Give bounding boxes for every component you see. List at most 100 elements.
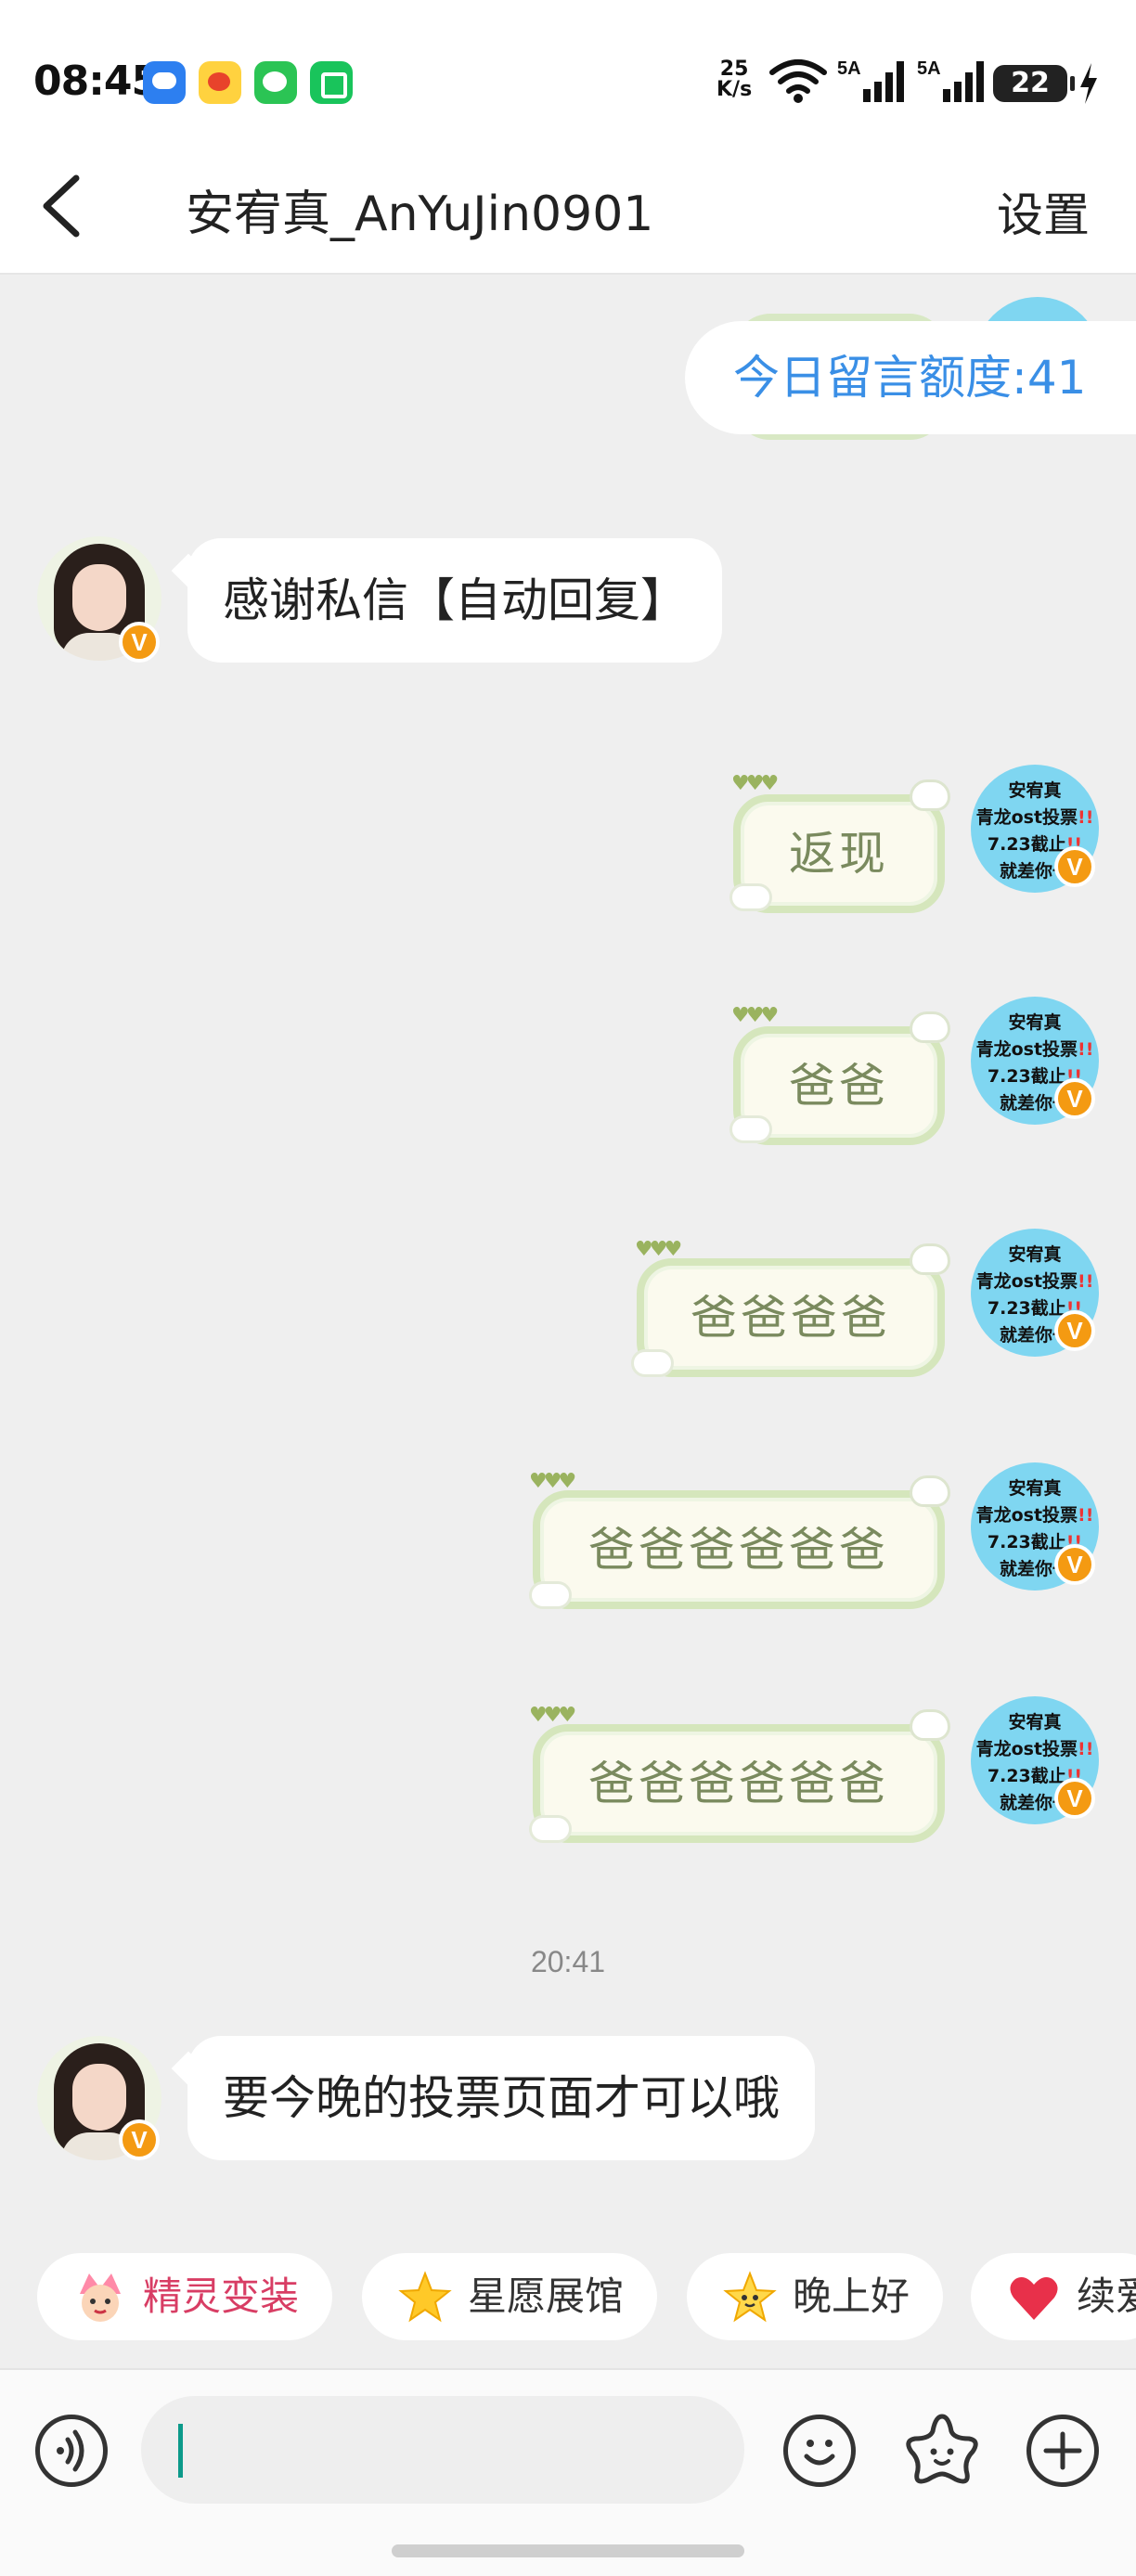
quick-chip-label: 星愿展馆 [468, 2273, 625, 2319]
battery-icon: 22 [993, 65, 1075, 102]
message-input[interactable] [141, 2396, 744, 2504]
sent-message[interactable]: 爸爸爸爸 [637, 1258, 945, 1377]
quick-chip-love[interactable]: 续爱 [971, 2253, 1136, 2340]
message-quota-badge: 今日留言额度:41 [685, 321, 1136, 434]
sent-message[interactable]: 爸爸爸爸爸爸 [533, 1724, 945, 1843]
avatar-text-line: 就差你一 [999, 1325, 1070, 1346]
plus-icon [1043, 2431, 1082, 2470]
voice-input-button[interactable] [35, 2415, 108, 2487]
avatar-text-line: 就差你一 [999, 861, 1070, 882]
avatar-text-line: 就差你一 [999, 1559, 1070, 1579]
cloud-decoration-icon [729, 1115, 772, 1143]
my-avatar[interactable]: 安宥真 青龙ost投票!! 7.23截止!! 就差你一 [971, 1229, 1099, 1357]
sent-message[interactable]: 爸爸 [733, 1026, 945, 1145]
avatar-text-line: 7.23截止 [987, 1066, 1066, 1087]
my-avatar[interactable]: 安宥真 青龙ost投票!! 7.23截止!! 就差你一 [971, 997, 1099, 1125]
status-bar: 08:45 25 K/s 5A 5A 22 [0, 0, 1136, 158]
heart-decoration-icon: ♥♥♥ [529, 1704, 576, 1727]
cell-signal-label: 5A [837, 58, 861, 79]
avatar-text-marks: !! [1078, 1039, 1094, 1060]
cell-signal-label: 5A [917, 58, 941, 79]
avatar-text-line: 青龙ost投票 [975, 1039, 1078, 1060]
emoji-button[interactable] [783, 2415, 856, 2487]
cat-decoration-icon [910, 1475, 950, 1507]
settings-button[interactable]: 设置 [997, 188, 1090, 242]
cat-decoration-icon [910, 1011, 950, 1043]
verified-badge: V [1054, 1544, 1095, 1585]
verified-badge: V [1054, 846, 1095, 887]
avatar-text-marks: !! [1078, 807, 1094, 828]
cat-decoration-icon [910, 779, 950, 811]
cat-decoration-icon [910, 1709, 950, 1741]
avatar-text-line: 安宥真 [1008, 1012, 1062, 1033]
weather-app-icon [143, 61, 186, 104]
cloud-decoration-icon [729, 883, 772, 911]
avatar-text-line: 7.23截止 [987, 1766, 1066, 1786]
avatar-text-line: 7.23截止 [987, 834, 1066, 855]
verified-badge: V [119, 622, 160, 663]
avatar-text-line: 7.23截止 [987, 1532, 1066, 1552]
wifi-icon [769, 59, 827, 103]
avatar-text-line: 就差你一 [999, 1093, 1070, 1114]
charging-bolt-icon [1080, 63, 1097, 104]
cat-decoration-icon [910, 1243, 950, 1275]
star-icon [398, 2271, 452, 2323]
heart-decoration-icon: ♥♥♥ [529, 1470, 576, 1493]
heart-decoration-icon: ♥♥♥ [731, 772, 779, 795]
sent-message[interactable]: 爸爸爸爸爸爸 [533, 1490, 945, 1609]
avatar-text-line: 7.23截止 [987, 1298, 1066, 1319]
home-indicator[interactable] [392, 2544, 744, 2557]
quick-chip-label: 精灵变装 [143, 2273, 300, 2319]
avatar-text-marks: !! [1078, 1271, 1094, 1292]
verified-badge: V [1054, 1778, 1095, 1819]
quick-chip-star-wish[interactable]: 星愿展馆 [362, 2253, 658, 2340]
received-message[interactable]: 感谢私信【自动回复】 [187, 538, 722, 663]
avatar-text-line: 青龙ost投票 [975, 807, 1078, 828]
quick-chip-elf-dressup[interactable]: 精灵变装 [37, 2253, 333, 2340]
voice-icon [57, 2429, 84, 2472]
status-time: 08:45 [33, 58, 160, 105]
message-input-bar [0, 2368, 1136, 2576]
back-arrow-icon[interactable] [35, 173, 91, 239]
clone-app-icon [310, 61, 353, 104]
verified-badge: V [1054, 1078, 1095, 1119]
avatar-text-line: 就差你一 [999, 1793, 1070, 1813]
net-speed: 25 K/s [716, 59, 752, 100]
quick-chip-good-evening[interactable]: 晚上好 [687, 2253, 944, 2340]
more-options-button[interactable] [1026, 2415, 1099, 2487]
page-title: 安宥真_AnYuJin0901 [186, 187, 654, 242]
avatar-text-marks: !! [1078, 1505, 1094, 1526]
quick-chip-label: 晚上好 [793, 2273, 910, 2319]
quick-chip-label: 续爱 [1077, 2273, 1136, 2319]
weibo-app-icon [199, 61, 241, 104]
text-cursor [178, 2424, 183, 2478]
verified-badge: V [119, 2119, 160, 2160]
avatar-text-line: 青龙ost投票 [975, 1739, 1078, 1759]
avatar-text-line: 安宥真 [1008, 780, 1062, 801]
message-timestamp: 20:41 [530, 1945, 606, 1978]
net-speed-unit: K/s [716, 78, 753, 101]
cloud-decoration-icon [529, 1581, 572, 1609]
received-message[interactable]: 要今晚的投票页面才可以哦 [187, 2036, 815, 2160]
sticker-star-icon[interactable] [902, 2411, 982, 2491]
verified-badge: V [1054, 1310, 1095, 1351]
avatar-text-line: 安宥真 [1008, 1712, 1062, 1732]
smiley-icon [804, 2440, 835, 2466]
chat-header: 安宥真_AnYuJin0901 设置 [0, 139, 1136, 275]
heart-decoration-icon: ♥♥♥ [731, 1004, 779, 1027]
wechat-app-icon [254, 61, 297, 104]
cell-signal-icon: 5A [837, 58, 904, 102]
avatar-text-marks: !! [1078, 1739, 1094, 1759]
elf-icon [80, 2273, 121, 2322]
cloud-decoration-icon [529, 1815, 572, 1843]
avatar-text-line: 青龙ost投票 [975, 1271, 1078, 1292]
net-speed-value: 25 [719, 58, 749, 81]
avatar-text-line: 青龙ost投票 [975, 1505, 1078, 1526]
avatar-text-line: 安宥真 [1008, 1478, 1062, 1499]
heart-decoration-icon: ♥♥♥ [635, 1238, 682, 1261]
avatar-text-line: 安宥真 [1008, 1244, 1062, 1265]
heart-icon [1010, 2277, 1058, 2320]
star-face-icon [723, 2271, 777, 2323]
cloud-decoration-icon [631, 1349, 674, 1377]
cell-signal-icon: 5A [917, 58, 984, 102]
